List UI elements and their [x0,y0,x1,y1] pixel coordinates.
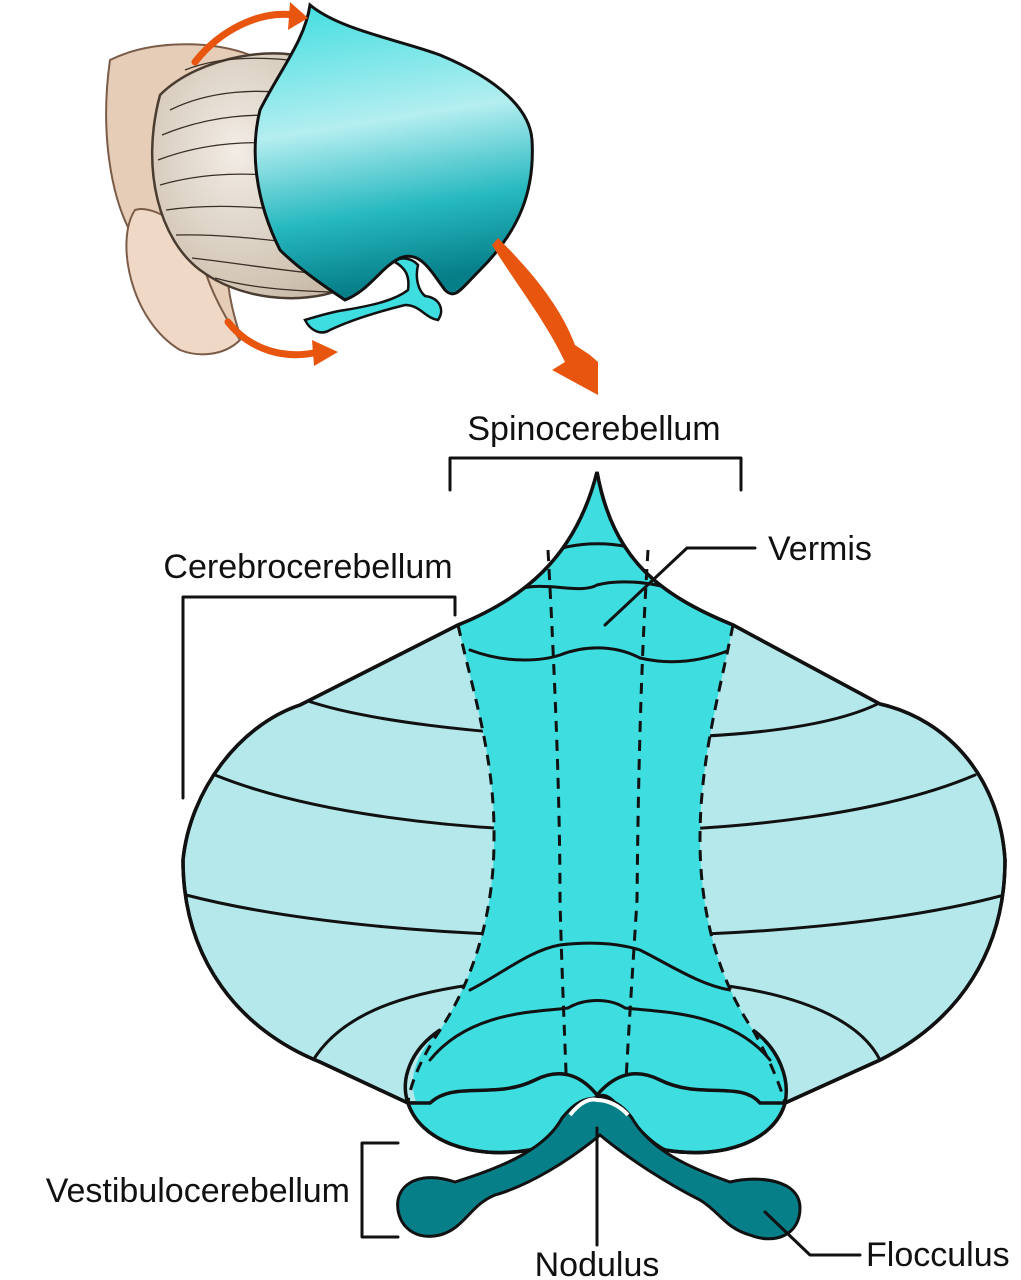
flattened-cerebellum [181,471,1007,1241]
cerebellum-thumbnail-illustration [105,2,534,366]
cerebrocerebellum-label: Cerebrocerebellum [163,548,452,586]
transition-arrow [492,238,598,395]
annotations: Spinocerebellum Cerebrocerebellum Vermis… [46,410,1010,1280]
vermis-folia [428,542,772,1062]
nodulus-label: Nodulus [535,1246,660,1280]
vermis-boundaries [406,549,787,1104]
vestibulocerebellum-bracket [360,1141,400,1239]
vermis-label: Vermis [768,530,872,568]
vestibulocerebellum-label: Vestibulocerebellum [46,1172,350,1210]
vermis-region [412,472,787,1149]
vermis-leader [603,546,757,627]
flocculus-leader [763,1210,862,1257]
flocculonodular-lobe [396,1096,802,1241]
flocculus-label: Flocculus [866,1236,1010,1274]
spinocerebellum-label: Spinocerebellum [467,410,720,448]
spinocerebellum-bracket [448,456,743,492]
cerebrocerebellum-bracket [181,595,457,800]
